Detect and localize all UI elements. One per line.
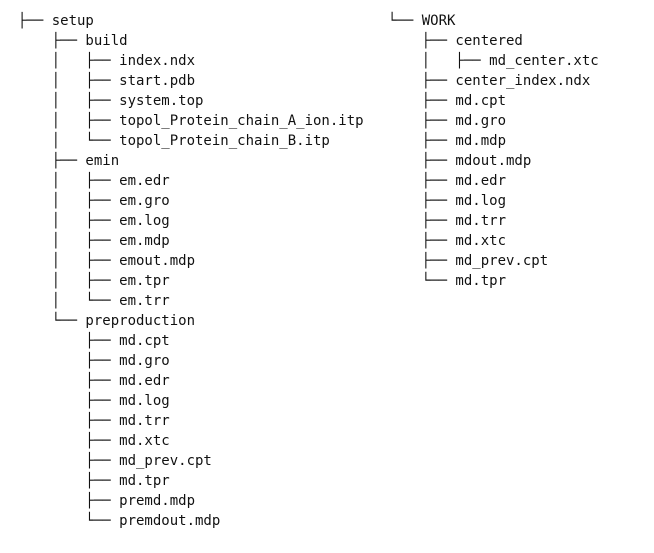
- tree-entry: ├── md.log: [388, 193, 507, 209]
- tree-entry: └── WORK: [388, 13, 456, 29]
- tree-entry: ├── emin: [18, 153, 120, 169]
- tree-entry: └── premdout.mdp: [18, 513, 221, 529]
- tree-entry: ├── md.xtc: [18, 433, 170, 449]
- tree-entry: ├── md.log: [18, 393, 170, 409]
- tree-entry: └── preproduction: [18, 313, 196, 329]
- tree-entry: ├── mdout.mdp: [388, 153, 532, 169]
- tree-entry: ├── md.trr: [388, 213, 507, 229]
- tree-entry: ├── md.edr: [388, 173, 507, 189]
- tree-entry: ├── md.cpt: [388, 93, 507, 109]
- tree-entry: │ ├── emout.mdp: [18, 253, 196, 269]
- tree-entry: │ ├── index.ndx: [18, 53, 196, 69]
- tree-entry: │ ├── em.tpr: [18, 273, 170, 289]
- tree-entry: │ ├── topol_Protein_chain_A_ion.itp: [18, 113, 364, 129]
- tree-entry: ├── md_prev.cpt: [388, 253, 549, 269]
- tree-entry: ├── centered: [388, 33, 523, 49]
- tree-entry: ├── md.cpt: [18, 333, 170, 349]
- tree-entry: │ └── topol_Protein_chain_B.itp: [18, 133, 330, 149]
- left-directory-tree: ├── setup ├── build │ ├── index.ndx │ ├─…: [18, 11, 364, 531]
- tree-entry: ├── md.tpr: [18, 473, 170, 489]
- tree-entry: │ ├── start.pdb: [18, 73, 196, 89]
- tree-entry: ├── md.mdp: [388, 133, 507, 149]
- tree-entry: ├── md.gro: [388, 113, 507, 129]
- tree-entry: │ ├── em.mdp: [18, 233, 170, 249]
- tree-entry: ├── build: [18, 33, 128, 49]
- tree-entry: ├── center_index.ndx: [388, 73, 591, 89]
- tree-entry: │ ├── md_center.xtc: [388, 53, 599, 69]
- tree-entry: ├── setup: [18, 13, 94, 29]
- tree-entry: ├── premd.mdp: [18, 493, 196, 509]
- tree-entry: │ └── em.trr: [18, 293, 170, 309]
- tree-entry: │ ├── em.log: [18, 213, 170, 229]
- tree-entry: ├── md.trr: [18, 413, 170, 429]
- tree-entry: │ ├── em.gro: [18, 193, 170, 209]
- tree-entry: ├── md.xtc: [388, 233, 507, 249]
- tree-entry: ├── md.gro: [18, 353, 170, 369]
- tree-entry: │ ├── em.edr: [18, 173, 170, 189]
- tree-entry: └── md.tpr: [388, 273, 507, 289]
- tree-entry: ├── md.edr: [18, 373, 170, 389]
- tree-entry: ├── md_prev.cpt: [18, 453, 212, 469]
- tree-entry: │ ├── system.top: [18, 93, 204, 109]
- right-directory-tree: └── WORK ├── centered │ ├── md_center.xt…: [388, 11, 599, 291]
